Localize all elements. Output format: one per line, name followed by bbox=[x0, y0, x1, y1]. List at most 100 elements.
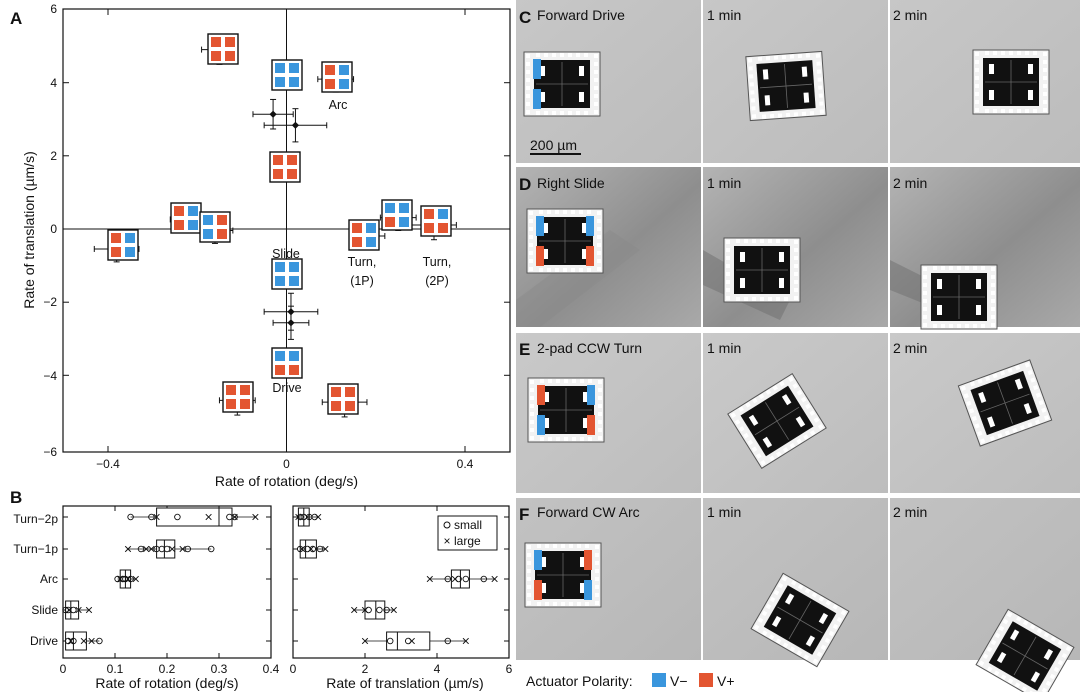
small-sample bbox=[163, 545, 171, 553]
small-sample bbox=[365, 606, 372, 614]
data-point-marker bbox=[291, 121, 300, 129]
panel-label-d: D bbox=[519, 175, 531, 194]
robot-icon-forward-lower bbox=[269, 151, 301, 183]
large-sample bbox=[67, 637, 74, 645]
large-sample bbox=[408, 637, 415, 645]
large-sample bbox=[307, 545, 315, 553]
small-sample bbox=[309, 545, 317, 553]
panel-a-xtick-1: −0.4 bbox=[96, 457, 120, 471]
large-sample bbox=[361, 637, 369, 645]
photo-c-title: Forward Drive bbox=[537, 7, 625, 23]
small-sample bbox=[444, 575, 452, 583]
photo-e-time-2: 2 min bbox=[893, 340, 927, 356]
scale-bar-label: 200 µm bbox=[530, 137, 577, 153]
box-row-4 bbox=[64, 631, 103, 651]
small-sample bbox=[96, 637, 103, 645]
annotation-turn-2p-line1: Turn, bbox=[423, 255, 452, 269]
robot-icon-left-mid bbox=[170, 202, 202, 234]
photo-e-title: 2-pad CCW Turn bbox=[537, 340, 642, 356]
v-plus-label: V+ bbox=[717, 673, 735, 689]
panel-a-ytick-1: 6 bbox=[50, 2, 57, 16]
large-sample bbox=[80, 637, 87, 645]
small-sample bbox=[174, 513, 181, 521]
small-sample bbox=[127, 513, 134, 521]
large-sample bbox=[315, 513, 322, 521]
x-tick-label: 0.3 bbox=[211, 662, 228, 676]
large-sample bbox=[252, 513, 259, 521]
robot-icon-turn-mid bbox=[381, 199, 413, 231]
chip-c-2 bbox=[972, 49, 1050, 115]
large-sample bbox=[491, 575, 498, 583]
robot-icon-drive bbox=[271, 347, 303, 379]
annotation-slide: Slide bbox=[272, 247, 300, 261]
large-sample bbox=[322, 545, 329, 553]
small-sample bbox=[148, 513, 155, 521]
x-tick-label: 0.4 bbox=[263, 662, 280, 676]
chip-d-0 bbox=[526, 208, 604, 274]
legend-small-label: small bbox=[454, 518, 482, 532]
chip-c-0 bbox=[523, 51, 601, 117]
large-sample bbox=[426, 575, 433, 583]
box-iqr bbox=[156, 539, 176, 559]
panel-a-ytick-7: −6 bbox=[43, 445, 57, 459]
panel-b-trans-frame bbox=[292, 505, 510, 659]
large-sample bbox=[143, 545, 150, 553]
panel-b-category-arc: Arc bbox=[40, 572, 58, 586]
photo-f-title: Forward CW Arc bbox=[537, 504, 640, 520]
large-sample bbox=[124, 545, 132, 553]
photo-d-title: Right Slide bbox=[537, 175, 605, 191]
robot-icon-turn-1p bbox=[348, 219, 380, 251]
small-sample bbox=[376, 606, 383, 614]
photo-f-time-1: 1 min bbox=[707, 504, 741, 520]
large-sample bbox=[462, 637, 469, 645]
x-tick-label: 4 bbox=[434, 662, 441, 676]
x-tick-label: 0.1 bbox=[107, 662, 124, 676]
small-sample bbox=[404, 637, 412, 645]
large-sample bbox=[124, 575, 132, 583]
chip-c-1 bbox=[745, 50, 827, 122]
annotation-arc: Arc bbox=[329, 98, 348, 112]
box-iqr bbox=[65, 600, 80, 620]
large-sample bbox=[148, 545, 155, 553]
box-iqr bbox=[156, 507, 233, 527]
v-minus-label: V− bbox=[670, 673, 688, 689]
panel-b-trans-boxes bbox=[295, 507, 498, 651]
small-sample bbox=[231, 513, 238, 521]
annotation-turn-1p-line1: Turn, bbox=[348, 255, 377, 269]
panel-b-legend: small × large bbox=[437, 515, 498, 551]
panel-b-category-turn-1p: Turn−1p bbox=[13, 542, 58, 556]
legend-large-label: large bbox=[454, 534, 481, 548]
small-sample bbox=[462, 575, 470, 583]
legend-small-marker bbox=[443, 521, 451, 529]
data-point bbox=[252, 98, 294, 130]
v-plus-swatch bbox=[699, 673, 713, 687]
box-row-1 bbox=[296, 539, 329, 559]
data-point bbox=[272, 305, 310, 340]
x-tick-label: 2 bbox=[362, 662, 369, 676]
panel-a-xtick-2: 0 bbox=[283, 457, 290, 471]
photo-d-time-2: 2 min bbox=[893, 175, 927, 191]
photo-c-time-2: 2 min bbox=[893, 7, 927, 23]
small-sample bbox=[137, 545, 145, 553]
large-sample bbox=[361, 606, 369, 614]
small-sample bbox=[444, 637, 452, 645]
panel-a-ylabel: Rate of translation (µm/s) bbox=[21, 151, 37, 308]
large-sample bbox=[451, 575, 459, 583]
small-sample bbox=[455, 575, 462, 583]
data-point bbox=[263, 108, 328, 143]
panel-b-category-drive: Drive bbox=[30, 634, 58, 648]
large-sample bbox=[179, 545, 186, 553]
photo-f-time-2: 2 min bbox=[893, 504, 927, 520]
small-sample bbox=[316, 545, 324, 553]
large-sample bbox=[295, 513, 302, 521]
box-row-3 bbox=[62, 600, 93, 620]
robot-icon-slide bbox=[271, 258, 303, 290]
chip-d-2 bbox=[920, 264, 998, 330]
box-row-2 bbox=[426, 569, 498, 589]
panel-a-ytick-3: 2 bbox=[50, 149, 57, 163]
large-sample bbox=[298, 545, 306, 553]
chip-e-0 bbox=[527, 377, 605, 443]
panel-a-xtick-3: 0.4 bbox=[457, 457, 474, 471]
v-minus-swatch bbox=[652, 673, 666, 687]
